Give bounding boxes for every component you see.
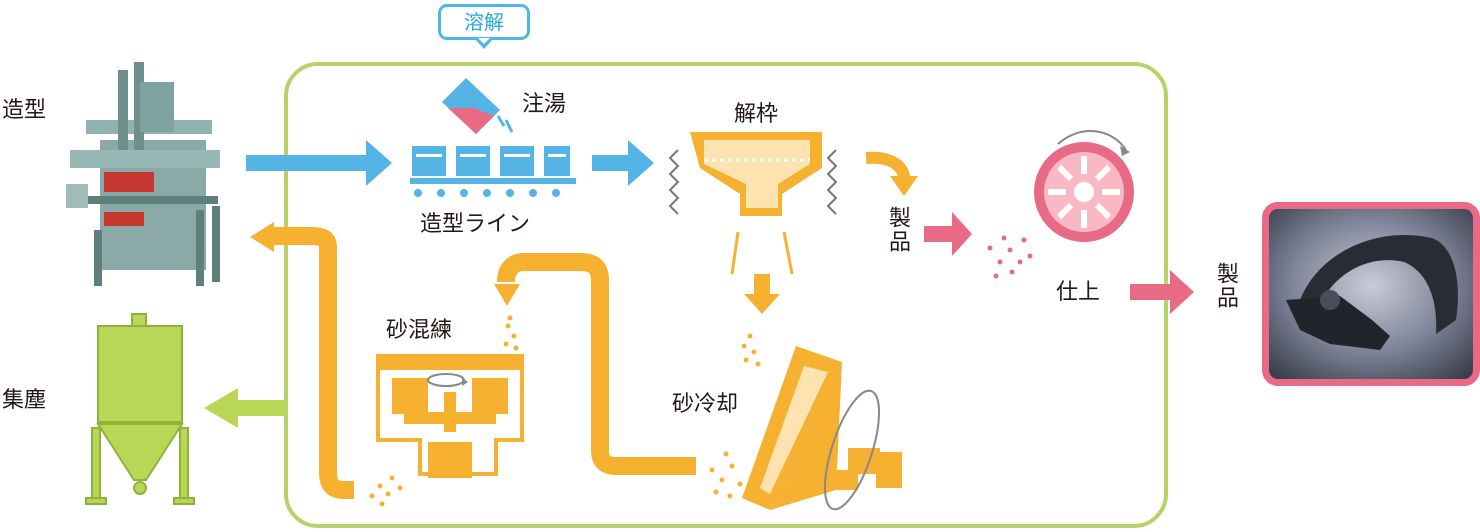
label-molding: 造型	[2, 98, 47, 123]
arrow-to-finish	[924, 212, 972, 256]
ladle-icon	[442, 78, 514, 134]
cooler-icon	[709, 333, 902, 511]
mixer-icon	[369, 315, 524, 507]
dust-arrow	[204, 388, 286, 428]
product-photo	[1269, 209, 1473, 379]
label-sand-mixing: 砂混練	[386, 318, 453, 343]
label-product-mid: 製品	[885, 206, 910, 254]
label-pouring: 注湯	[522, 92, 567, 117]
label-finishing: 仕上	[1056, 280, 1101, 305]
molding-machine-icon	[66, 62, 220, 286]
arrow-to-final-product	[1130, 270, 1194, 314]
label-molding-line: 造型ライン	[420, 212, 531, 237]
label-shakeout: 解枠	[734, 102, 779, 127]
melting-bubble: 溶解	[438, 4, 530, 40]
melting-label: 溶解	[464, 10, 504, 34]
arrow-to-product	[865, 151, 910, 179]
sand-return-loop	[497, 253, 696, 475]
shot-blast-icon	[987, 130, 1134, 279]
dust-collector-icon	[85, 313, 195, 505]
arrow-to-shakeout	[592, 140, 654, 186]
arrow-to-line	[246, 140, 392, 186]
conveyor-icon	[410, 146, 576, 197]
sand-supply-loop	[270, 227, 354, 499]
label-sand-cooling: 砂冷却	[672, 392, 739, 417]
shakeout-icon	[668, 132, 838, 314]
label-product-end: 製品	[1213, 262, 1238, 310]
bubble-tail	[474, 38, 494, 49]
final-product-frame	[1262, 202, 1480, 386]
label-dust-collection: 集塵	[2, 388, 47, 413]
